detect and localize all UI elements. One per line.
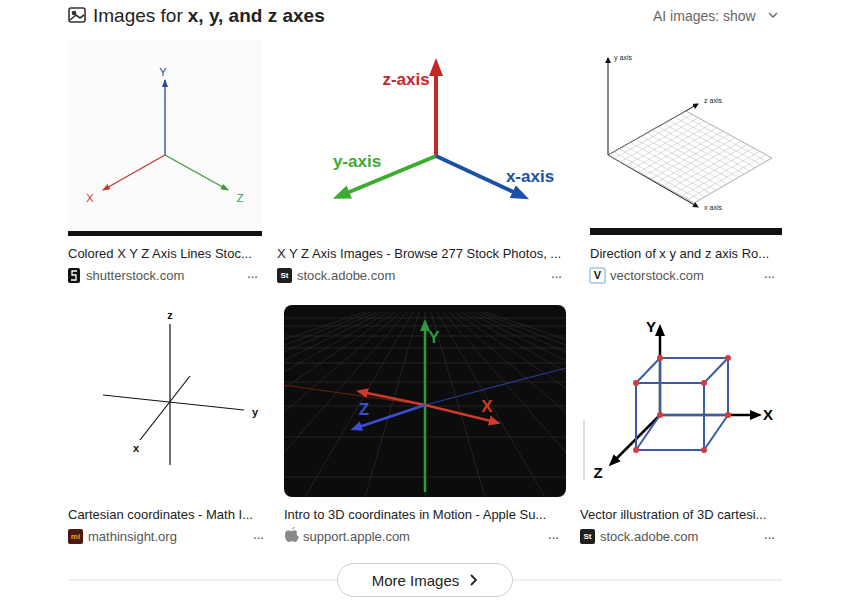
more-options: ··· [548,529,559,545]
axes-image-3 [590,58,782,235]
grid-line [479,312,566,497]
grid-line [284,312,371,497]
more-options: ··· [551,268,562,284]
separator-line [513,580,782,581]
source-domain: shutterstock.com [86,269,184,284]
axis-label: z [167,309,173,322]
axis-label: Y [159,66,166,79]
button-label: More Images [372,572,460,589]
axis-label: y-axis [333,152,381,172]
axis-label: x [133,442,139,455]
grid-line [455,312,566,497]
grid-line [658,127,744,174]
axis-label: Z [359,400,369,420]
favicon-letters: St [281,271,289,280]
favicon-letters: V [594,269,601,282]
result-title: Vector illustration of 3D cartesi... [580,508,766,523]
heading-query: x, y, and z axes [188,5,325,27]
grid-line [485,312,566,497]
axes-image-1 [68,40,262,236]
grid-line [284,312,407,497]
more-options: ··· [764,268,775,284]
grid-line [680,114,766,161]
more-options: ··· [764,529,775,545]
grid-line [284,312,395,497]
axis-label: y axis [614,54,632,62]
axis-label: y [252,406,258,419]
grid-line [669,145,747,190]
source-domain: support.apple.com [303,530,410,545]
grid-line [664,124,750,171]
result-title: Cartesian coordinates - Math I... [68,508,253,523]
axis-label: X [763,406,773,423]
grid-line [284,312,377,497]
separator-line [68,580,337,581]
more-options: ··· [247,268,258,284]
grid-line [305,312,413,497]
axis-label: Y [428,328,439,348]
result-title: X Y Z Axis Images - Browse 277 Stock Pho… [277,247,561,262]
grid-line [449,312,566,497]
source-domain: stock.adobe.com [297,269,395,284]
source-domain: mathinsight.org [88,530,177,545]
grid-line [663,141,741,186]
axis-label: z axis [704,97,722,105]
axes-image-2 [342,68,520,195]
grid-line [651,135,729,180]
result-title: Direction of x y and z axis Ro... [590,247,769,262]
source-domain: vectorstock.com [610,269,704,284]
axes-image-4 [103,324,244,465]
grid-line [437,312,545,497]
grid-line [284,312,365,497]
axis-label: x-axis [506,167,554,187]
chevron-icon [468,574,478,586]
more-options: ··· [253,529,264,545]
heading-text: Images for [93,5,183,27]
result-title: Colored X Y Z Axis Lines Stoc... [68,247,252,262]
images-icon [69,8,85,22]
favicon-letters: mi [71,532,80,541]
grid-line [675,117,761,164]
ai-images-toggle: AI images: show [653,8,756,24]
axis-label: z-axis [382,70,429,90]
axis-label: x axis [704,204,722,212]
axis-label: X [86,192,93,205]
axis-label: Z [237,192,244,205]
grid-line [647,133,733,181]
grid-line [688,155,766,200]
site-favicons [68,268,605,544]
source-domain: stock.adobe.com [600,530,698,545]
grid-line [669,120,755,167]
grid-line [657,138,735,183]
more-images-button: More Images [337,563,514,597]
grid-line [682,151,760,196]
grid-line [284,312,401,497]
axes-image-6 [583,330,756,480]
favicon-letters: St [584,532,592,541]
grid-line [676,148,754,193]
axis-label: X [481,397,492,417]
axes-image-5 [284,305,566,497]
grid-line [365,312,419,497]
dropdown-chevron [769,13,777,17]
axis-label: Z [593,464,602,481]
grid-line [653,130,739,177]
result-title: Intro to 3D coordinates in Motion - Appl… [284,508,546,523]
grid-line [443,312,566,497]
axis-label: Y [646,318,656,335]
grid-line [461,312,566,497]
